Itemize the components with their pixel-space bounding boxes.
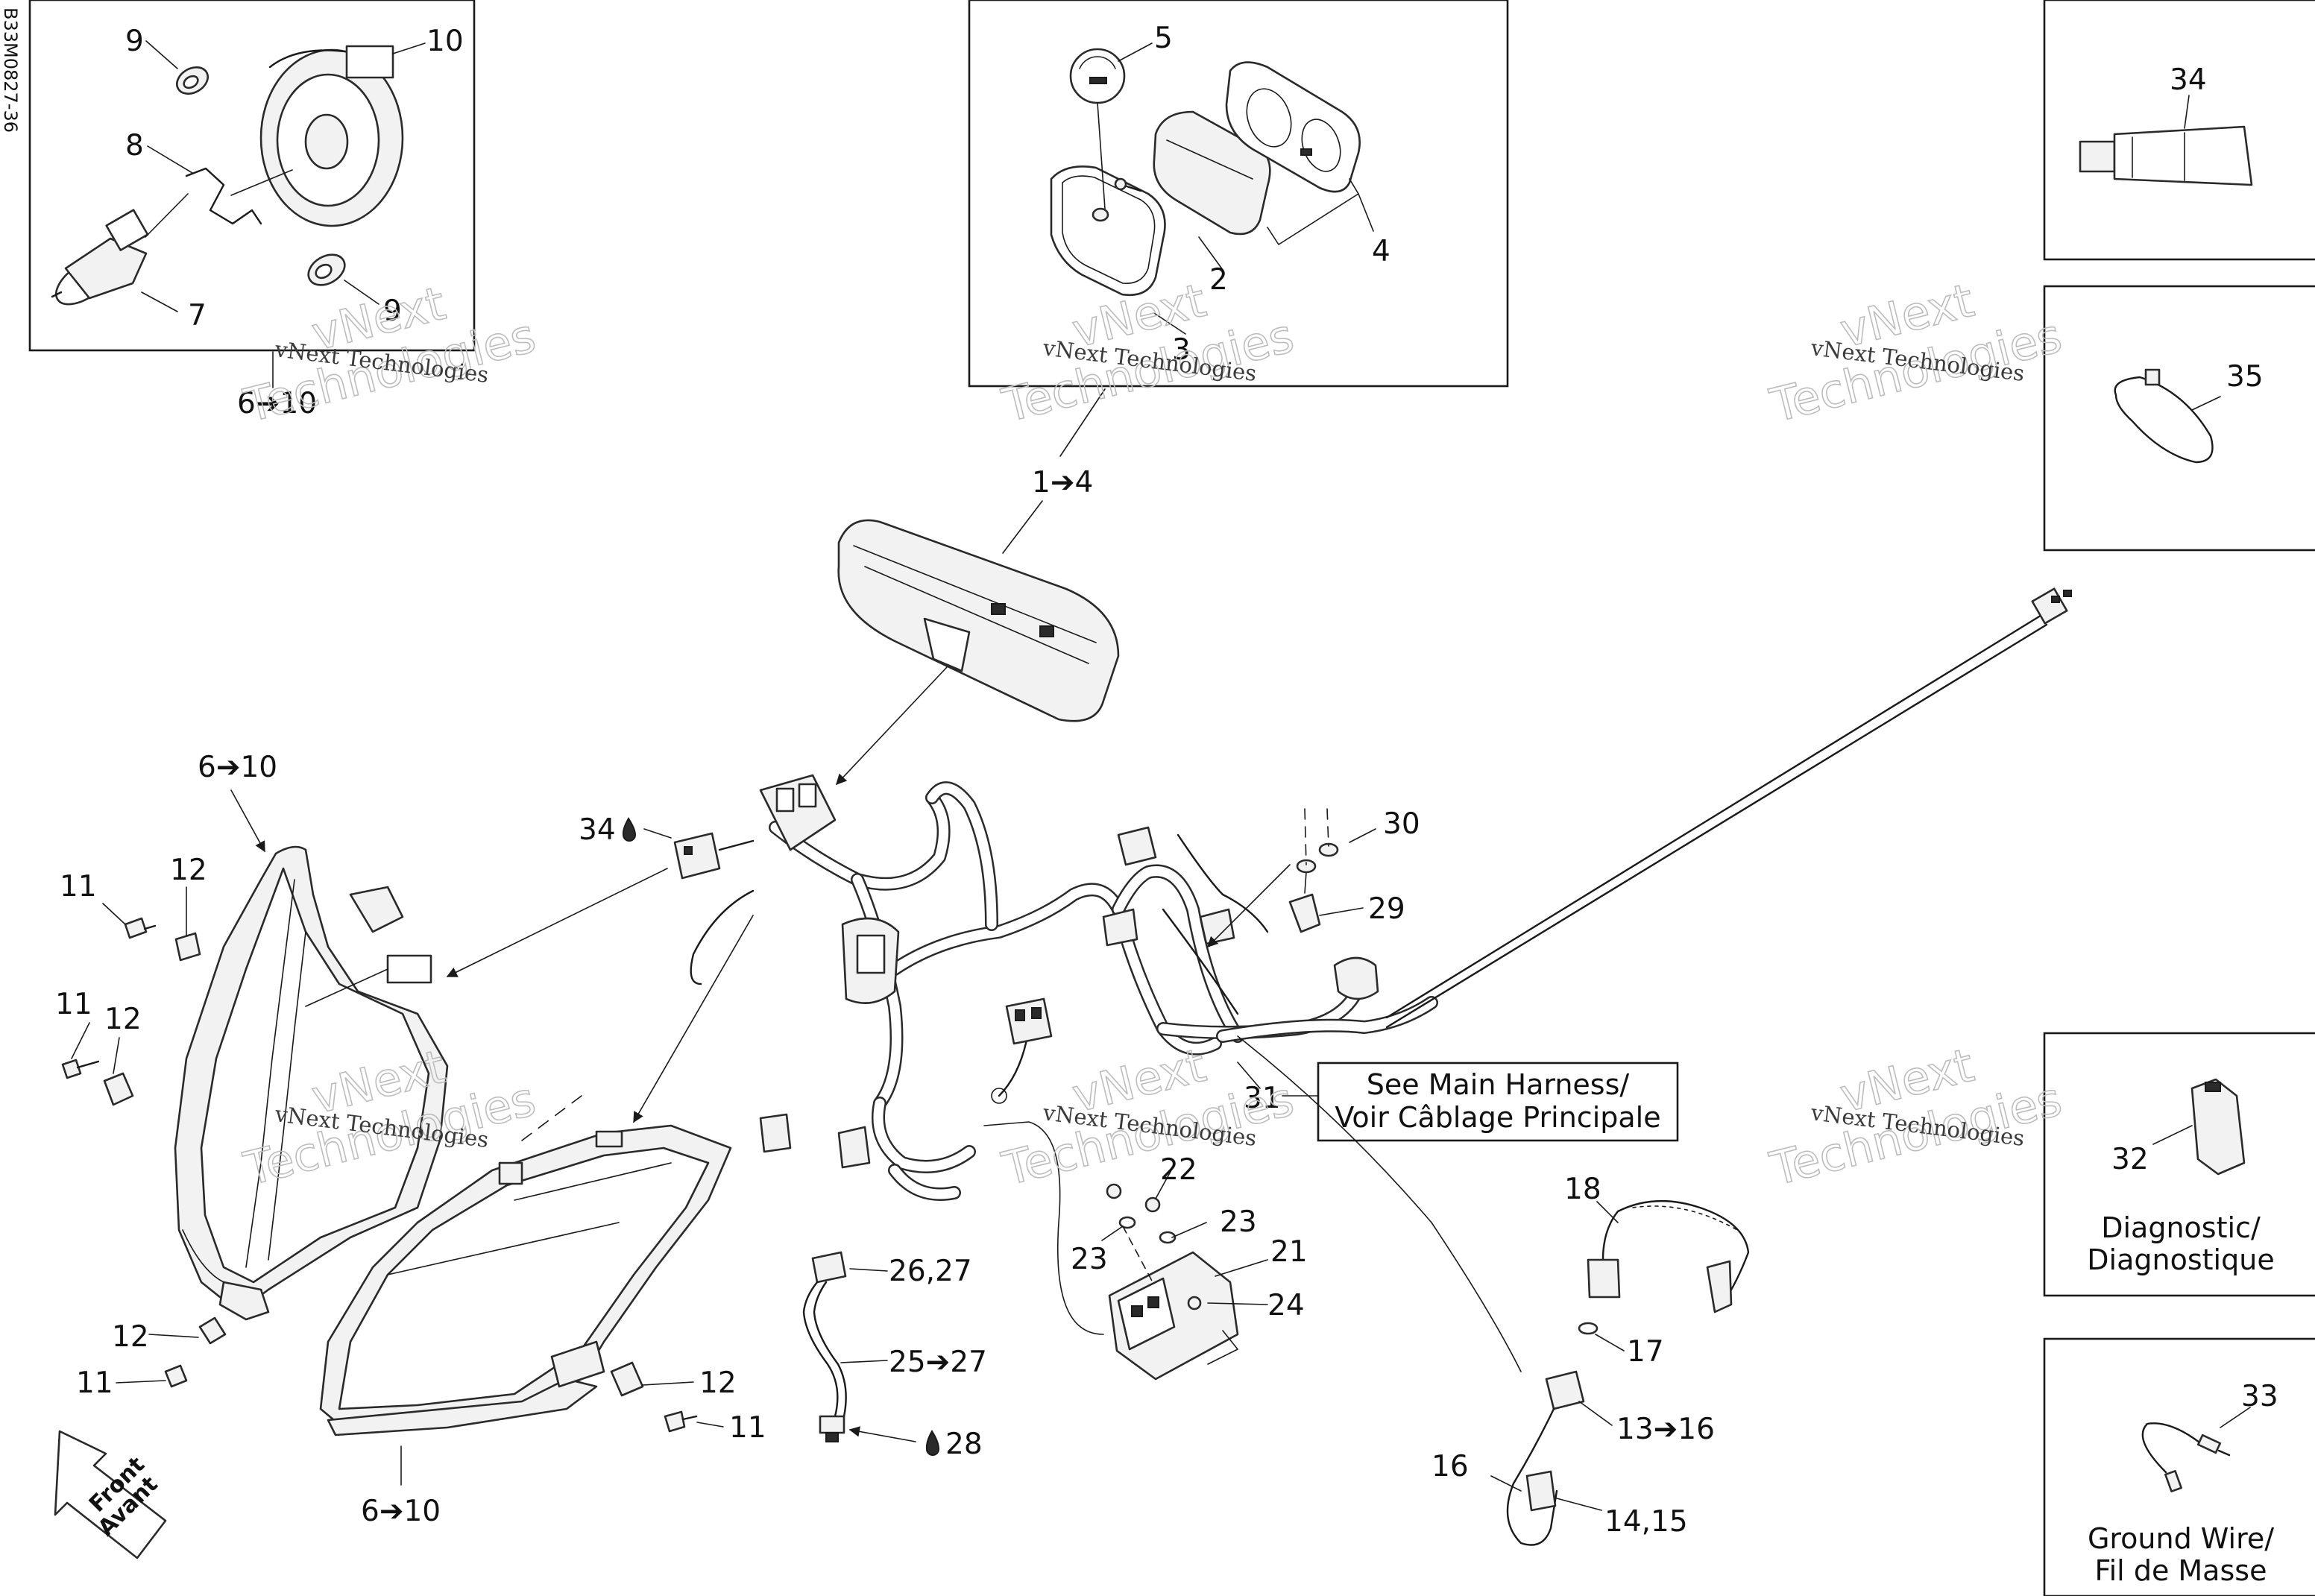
callout-7: 7 bbox=[188, 299, 207, 332]
callout-12-c: 12 bbox=[112, 1320, 149, 1354]
main-harness-note-en: See Main Harness/ bbox=[1367, 1068, 1630, 1101]
callout-9-bottom: 9 bbox=[383, 294, 402, 328]
main-harness-note-fr: Voir Câblage Principale bbox=[1335, 1101, 1660, 1134]
callout-34-box: 34 bbox=[2170, 63, 2207, 97]
ground-wire-label-en: Ground Wire/ bbox=[2088, 1522, 2274, 1555]
callout-3: 3 bbox=[1172, 333, 1191, 367]
callout-12-a: 12 bbox=[170, 854, 207, 887]
callout-31: 31 bbox=[1244, 1082, 1281, 1115]
callout-23-a: 23 bbox=[1071, 1243, 1108, 1276]
lens-part-3 bbox=[1050, 165, 1166, 297]
callout-6-10-top: 6➔10 bbox=[237, 387, 317, 420]
inset-box-grease-tube: 34 bbox=[2043, 0, 2315, 261]
watermark-top-right: Technologies vNext vNext Technologies bbox=[1764, 272, 2067, 433]
headlamp-left-upper bbox=[174, 845, 449, 1321]
callout-22: 22 bbox=[1160, 1153, 1197, 1187]
grease-drop-icon bbox=[622, 817, 637, 842]
bulb-part-7 bbox=[51, 209, 149, 306]
headlamp-right-lower bbox=[319, 1124, 732, 1436]
inset-box-ground-wire: 33 Ground Wire/ Fil de Masse bbox=[2043, 1337, 2315, 1596]
callout-4: 4 bbox=[1372, 235, 1390, 268]
diagnostic-label-fr: Diagnostique bbox=[2087, 1243, 2274, 1276]
callout-11-b: 11 bbox=[55, 988, 92, 1021]
front-direction-arrow: Front Avant bbox=[54, 1430, 167, 1559]
callout-1-4: 1➔4 bbox=[1032, 466, 1093, 499]
callout-11-c: 11 bbox=[76, 1366, 113, 1400]
grommet-part-9-top bbox=[176, 66, 209, 95]
spring-part-8 bbox=[185, 167, 262, 225]
callout-6-10-mid: 6➔10 bbox=[198, 751, 277, 784]
callout-17: 17 bbox=[1627, 1335, 1664, 1369]
callout-23-b: 23 bbox=[1220, 1205, 1257, 1239]
callout-14-15: 14,15 bbox=[1604, 1505, 1688, 1539]
ground-wire-part-33 bbox=[2141, 1422, 2231, 1492]
callout-25-27: 25➔27 bbox=[889, 1346, 987, 1379]
relay-module-part-21 bbox=[1108, 1251, 1239, 1381]
sensor-wire-part-25-27 bbox=[802, 1251, 847, 1442]
ground-wire-label-fr: Fil de Masse bbox=[2095, 1554, 2267, 1587]
callout-30: 30 bbox=[1383, 807, 1420, 841]
fastener-group-left bbox=[61, 917, 698, 1433]
callout-29: 29 bbox=[1368, 892, 1405, 926]
connector-part-34 bbox=[673, 832, 755, 880]
diagnostic-connector-part-32 bbox=[2190, 1078, 2246, 1176]
inset-box-tie-strap: 35 bbox=[2043, 285, 2315, 552]
callout-32: 32 bbox=[2111, 1143, 2149, 1176]
grease-drop-icon-28 bbox=[925, 1430, 940, 1456]
grease-tube-part-34 bbox=[2079, 125, 2253, 186]
callout-26-27: 26,27 bbox=[889, 1255, 972, 1288]
inset-box-gauge: 5 2 4 3 bbox=[968, 0, 1509, 388]
callout-10: 10 bbox=[426, 25, 464, 58]
nuts-washers-22-23 bbox=[1106, 1183, 1177, 1283]
screw-part bbox=[1114, 177, 1142, 192]
watermark-mid-center: Technologies vNext vNext Technologies bbox=[996, 1037, 1300, 1196]
callout-11-d: 11 bbox=[729, 1411, 766, 1445]
reflector-part-10 bbox=[259, 45, 404, 227]
watermark-mid-right: Technologies vNext vNext Technologies bbox=[1764, 1037, 2067, 1196]
callout-12-b: 12 bbox=[104, 1003, 142, 1036]
inset-box-diagnostic: 32 Diagnostic/ Diagnostique bbox=[2043, 1032, 2315, 1297]
callout-35: 35 bbox=[2226, 360, 2264, 394]
inset-box-headlamp-bulb: 9 10 8 7 9 bbox=[28, 0, 476, 352]
callout-21: 21 bbox=[1270, 1235, 1308, 1269]
watermark-top-center: Technologies vNext vNext Technologies bbox=[996, 272, 1300, 433]
housing-part-2 bbox=[1153, 110, 1271, 236]
diagnostic-label-en: Diagnostic/ bbox=[2101, 1211, 2261, 1244]
callout-34-grease: 34 bbox=[579, 813, 616, 847]
instrument-cluster-assembly bbox=[837, 519, 1120, 722]
main-harness-reference-note: See Main Harness/ Voir Câblage Principal… bbox=[1317, 1062, 1679, 1142]
rear-harness-branch bbox=[1216, 587, 2072, 1043]
callout-2: 2 bbox=[1209, 263, 1228, 297]
tether-cord-assembly bbox=[1506, 1199, 1750, 1546]
callout-28: 28 bbox=[945, 1428, 983, 1461]
gauge-face-part-5 bbox=[1069, 48, 1126, 104]
callout-5: 5 bbox=[1154, 22, 1173, 55]
callout-13-16: 13➔16 bbox=[1616, 1413, 1715, 1446]
watermark-top-left: Technologies vNext vNext Technologies bbox=[238, 275, 541, 433]
callout-18: 18 bbox=[1564, 1173, 1601, 1206]
callout-6-10-bot: 6➔10 bbox=[361, 1495, 441, 1528]
sensor-part-29 bbox=[1288, 808, 1339, 933]
callout-16: 16 bbox=[1431, 1450, 1469, 1483]
back-housing-part-4 bbox=[1225, 61, 1361, 193]
callout-12-d: 12 bbox=[699, 1366, 737, 1400]
callout-24: 24 bbox=[1267, 1289, 1305, 1322]
drawing-code: B33M0827-36 bbox=[0, 7, 21, 133]
callout-33: 33 bbox=[2241, 1380, 2278, 1413]
callout-8: 8 bbox=[125, 129, 144, 163]
callout-11-a: 11 bbox=[60, 870, 97, 903]
grommet-part-9-bottom bbox=[307, 253, 346, 286]
tie-strap-part-35 bbox=[2114, 368, 2214, 464]
callout-9-top: 9 bbox=[125, 25, 144, 58]
